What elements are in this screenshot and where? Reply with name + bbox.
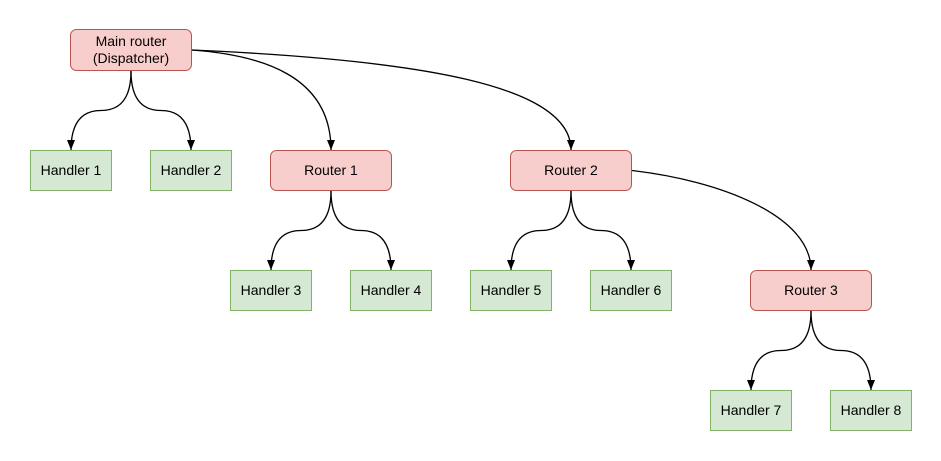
- edge-router-1-to-handler-4: [330, 190, 395, 271]
- node-label: Handler 3: [240, 282, 302, 298]
- node-handler-7: Handler 7: [710, 390, 792, 431]
- node-label: Main router(Dispatcher): [92, 33, 170, 66]
- node-handler-8: Handler 8: [830, 390, 912, 431]
- node-router-1: Router 1: [270, 150, 392, 191]
- edge-router-2-to-handler-5: [507, 190, 572, 271]
- node-label: Handler 4: [360, 282, 422, 298]
- node-main-router: Main router(Dispatcher): [70, 29, 192, 71]
- node-router-2: Router 2: [510, 150, 632, 191]
- node-handler-5: Handler 5: [470, 270, 552, 311]
- node-label: Handler 1: [40, 162, 102, 178]
- node-label: Router 1: [304, 162, 358, 178]
- edge-router-3-to-handler-7: [747, 310, 812, 391]
- edge-main-router-to-handler-1: [67, 70, 132, 151]
- node-label: Handler 5: [480, 282, 542, 298]
- edge-main-router-to-router-2: [191, 49, 575, 151]
- edge-router-2-to-handler-6: [570, 190, 635, 271]
- edge-main-router-to-router-1: [191, 49, 335, 151]
- edge-router-2-to-router-3: [631, 169, 815, 271]
- node-handler-3: Handler 3: [230, 270, 312, 311]
- node-label: Handler 6: [600, 282, 662, 298]
- node-handler-1: Handler 1: [30, 150, 112, 191]
- node-label: Handler 8: [840, 402, 902, 418]
- edge-main-router-to-handler-2: [130, 70, 195, 151]
- node-handler-6: Handler 6: [590, 270, 672, 311]
- node-label: Router 2: [544, 162, 598, 178]
- node-label: Handler 2: [160, 162, 222, 178]
- node-router-3: Router 3: [750, 270, 872, 311]
- edge-router-3-to-handler-8: [810, 310, 875, 391]
- node-handler-2: Handler 2: [150, 150, 232, 191]
- node-handler-4: Handler 4: [350, 270, 432, 311]
- node-label: Router 3: [784, 282, 838, 298]
- node-label: Handler 7: [720, 402, 782, 418]
- edge-router-1-to-handler-3: [267, 190, 332, 271]
